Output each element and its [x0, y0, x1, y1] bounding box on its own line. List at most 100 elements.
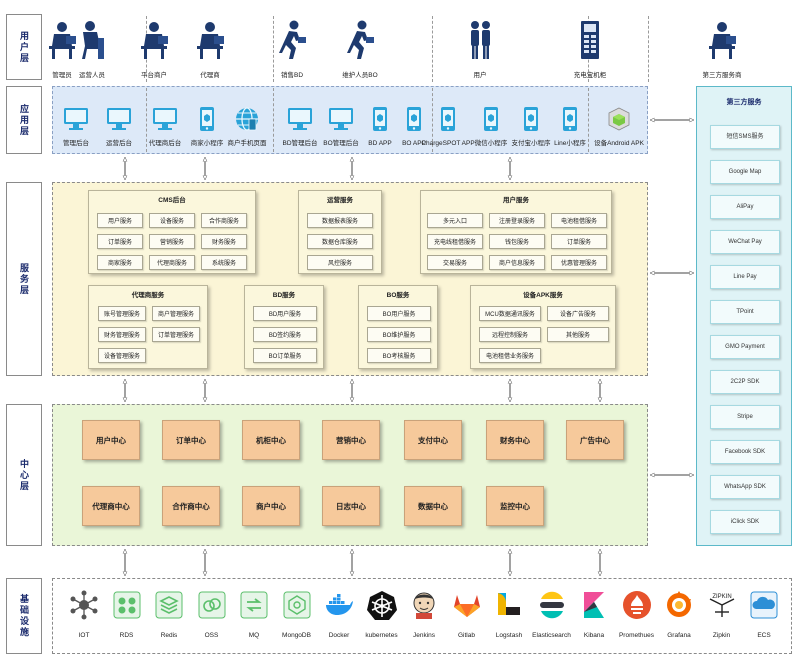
running-person-icon [345, 20, 375, 65]
third-party-item[interactable]: TPoint [710, 300, 780, 324]
mongodb-icon [282, 590, 312, 625]
third-party-item[interactable]: AliPay [710, 195, 780, 219]
center-module[interactable]: 数据中心 [404, 486, 462, 526]
globe-icon [234, 106, 260, 137]
elasticsearch-icon [537, 590, 567, 625]
app-10[interactable]: 微信小程序 [466, 106, 516, 148]
infra-component-6: Docker [317, 590, 361, 639]
service-item[interactable]: 财务管理服务 [98, 327, 146, 342]
center-module[interactable]: 财务中心 [486, 420, 544, 460]
service-item[interactable]: 电池租借业务服务 [479, 348, 541, 363]
service-item[interactable]: BO考核服务 [367, 348, 431, 363]
app-label: 微信小程序 [474, 140, 508, 147]
service-item[interactable]: 充电线租借服务 [427, 234, 483, 249]
service-item[interactable]: 多元入口 [427, 213, 483, 228]
service-item[interactable]: 用户服务 [97, 213, 143, 228]
infra-label: kubernetes [365, 632, 398, 639]
service-item[interactable]: 设备管理服务 [98, 348, 146, 363]
service-item[interactable]: 商户管理服务 [152, 306, 200, 321]
service-item[interactable]: 风控服务 [307, 255, 373, 270]
service-item[interactable]: BO订单服务 [253, 348, 317, 363]
service-item[interactable]: 设备服务 [149, 213, 195, 228]
app-label: ChargeSPOT APP [421, 140, 475, 147]
app-9[interactable]: ChargeSPOT APP [421, 106, 475, 148]
service-item[interactable]: BO维护服务 [367, 327, 431, 342]
third-party-item[interactable]: GMO Payment [710, 335, 780, 359]
service-item[interactable]: 设备广告服务 [547, 306, 609, 321]
app-2[interactable]: 代理商后台 [140, 106, 190, 148]
center-module[interactable]: 监控中心 [486, 486, 544, 526]
center-module[interactable]: 日志中心 [322, 486, 380, 526]
center-module[interactable]: 营销中心 [322, 420, 380, 460]
center-module[interactable]: 合作商中心 [162, 486, 220, 526]
service-item[interactable]: 优惠管理服务 [551, 255, 607, 270]
user-role-1: 运营人员 [62, 20, 122, 79]
third-party-item[interactable]: Line Pay [710, 265, 780, 289]
third-party-item[interactable]: 2C2P SDK [710, 370, 780, 394]
app-0[interactable]: 管理后台 [51, 106, 101, 148]
third-party-item[interactable]: Stripe [710, 405, 780, 429]
service-item[interactable]: 远程控制服务 [479, 327, 541, 342]
service-item[interactable]: 账号管理服务 [98, 306, 146, 321]
prometheus-torch-icon [622, 590, 652, 625]
service-item[interactable]: BO用户服务 [367, 306, 431, 321]
infra-label: Zipkin [712, 632, 731, 639]
app-label: BO管理后台 [323, 140, 359, 147]
third-party-item[interactable]: WeChat Pay [710, 230, 780, 254]
third-party-item[interactable]: iClick SDK [710, 510, 780, 534]
service-item[interactable]: 合作商服务 [201, 213, 247, 228]
service-item[interactable]: 系统服务 [201, 255, 247, 270]
center-module[interactable]: 机柜中心 [242, 420, 300, 460]
service-item[interactable]: 营销服务 [149, 234, 195, 249]
app-7[interactable]: BD APP [355, 106, 405, 148]
service-item[interactable]: 交易服务 [427, 255, 483, 270]
service-item[interactable]: 注册登录服务 [489, 213, 545, 228]
app-6[interactable]: BO管理后台 [316, 106, 366, 148]
app-label: BD管理后台 [282, 140, 318, 147]
service-item[interactable]: 商家服务 [97, 255, 143, 270]
app-8[interactable]: BO APP [389, 106, 439, 148]
center-module[interactable]: 用户中心 [82, 420, 140, 460]
service-item[interactable]: 订单服务 [551, 234, 607, 249]
service-item[interactable]: 商户信息服务 [489, 255, 545, 270]
app-5[interactable]: BD管理后台 [275, 106, 325, 148]
center-module[interactable]: 订单中心 [162, 420, 220, 460]
app-11[interactable]: 支付宝小程序 [506, 106, 556, 148]
app-12[interactable]: Line小程序 [545, 106, 595, 148]
service-item[interactable]: 数据仓库服务 [307, 234, 373, 249]
third-party-item[interactable]: Facebook SDK [710, 440, 780, 464]
center-module[interactable]: 广告中心 [566, 420, 624, 460]
service-item[interactable]: 财务服务 [201, 234, 247, 249]
infra-component-0: IOT [62, 590, 106, 639]
seated-worker-icon [77, 20, 107, 65]
service-item[interactable]: 钱包服务 [489, 234, 545, 249]
third-party-item[interactable]: Google Map [710, 160, 780, 184]
service-item[interactable]: 电池租借服务 [551, 213, 607, 228]
standing-people-icon [465, 20, 495, 65]
service-item[interactable]: 订单管理服务 [152, 327, 200, 342]
center-module[interactable]: 支付中心 [404, 420, 462, 460]
app-3[interactable]: 商家小程序 [182, 106, 232, 148]
service-item[interactable]: MCU数据通讯服务 [479, 306, 541, 321]
service-item[interactable]: BD签约服务 [253, 327, 317, 342]
app-13[interactable]: 设备Android APK [594, 106, 644, 148]
kubernetes-wheel-icon [366, 590, 397, 625]
service-item[interactable]: 代理商服务 [149, 255, 195, 270]
infra-label: Redis [160, 632, 178, 639]
user-role-label: 用户 [473, 72, 487, 79]
third-party-item[interactable]: WhatsApp SDK [710, 475, 780, 499]
center-module[interactable]: 代理商中心 [82, 486, 140, 526]
desk-worker-icon [195, 20, 225, 65]
app-divider [273, 88, 274, 152]
third-party-item[interactable]: 短信SMS服务 [710, 125, 780, 149]
service-item[interactable]: 其他服务 [547, 327, 609, 342]
service-item[interactable]: 订单服务 [97, 234, 143, 249]
service-item[interactable]: 数据报表服务 [307, 213, 373, 228]
mq-icon [239, 590, 269, 625]
infra-component-5: MongoDB [275, 590, 319, 639]
app-4[interactable]: 商户手机页面 [222, 106, 272, 148]
app-1[interactable]: 运营后台 [94, 106, 144, 148]
center-module[interactable]: 商户中心 [242, 486, 300, 526]
service-item[interactable]: BD用户服务 [253, 306, 317, 321]
